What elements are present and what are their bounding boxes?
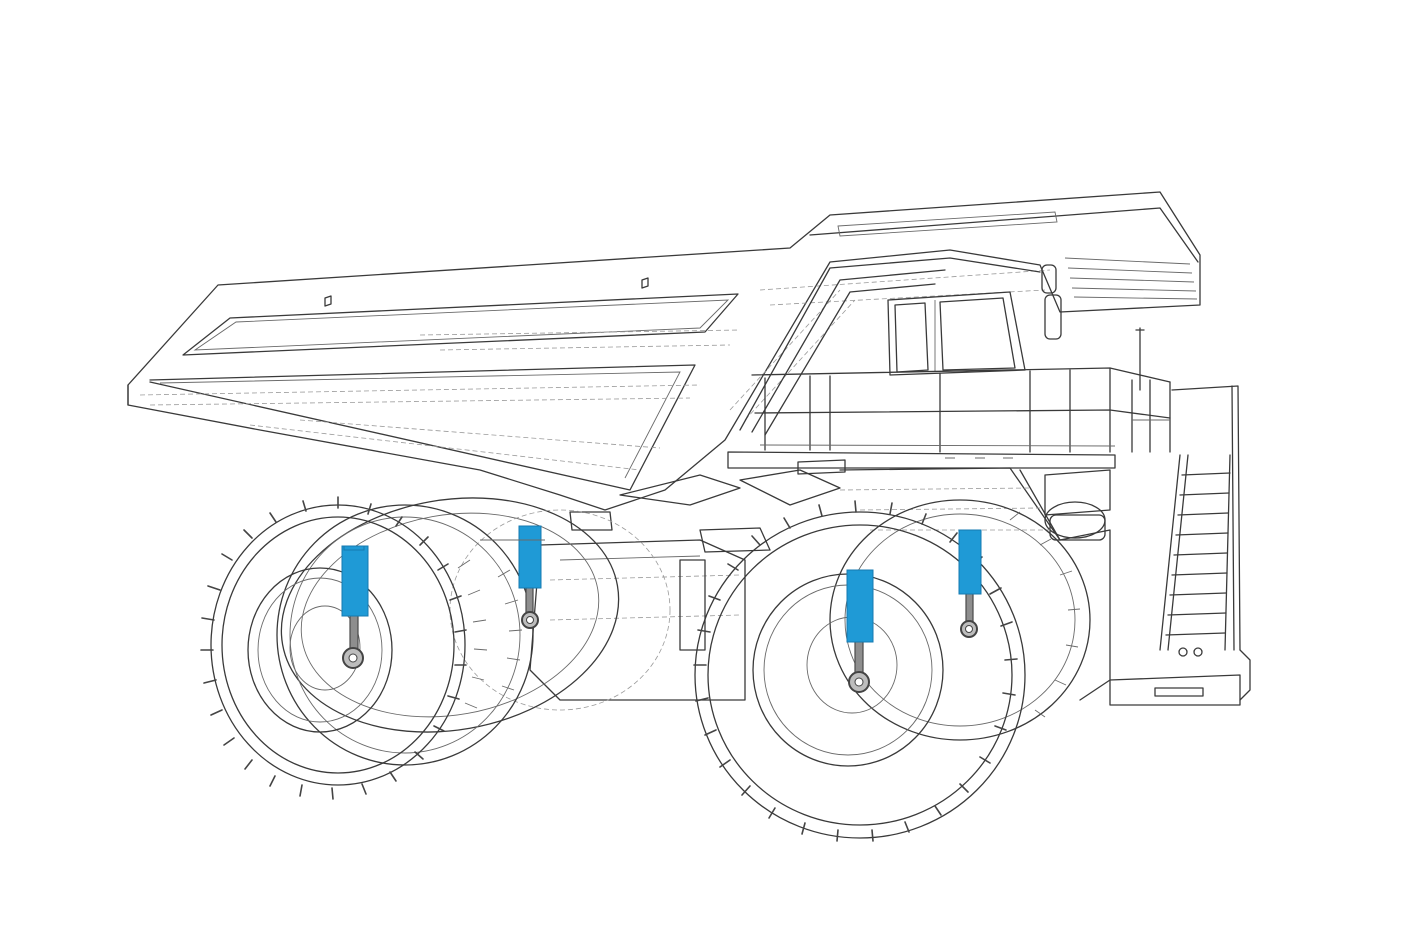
rear-wheel-middle [276, 504, 534, 766]
front-wheel-outer [693, 500, 1026, 842]
front-wheel-inner [829, 499, 1091, 741]
axle-links [480, 469, 841, 541]
suspension-cylinder-rear-inner [518, 525, 542, 629]
rear-wheel-inner [280, 497, 671, 733]
deck-railings [727, 367, 1171, 469]
suspension-cylinder-front-outer [846, 569, 874, 693]
suspension-cylinder-front-inner [958, 529, 982, 638]
dump-body [127, 191, 1201, 511]
chassis-frame [529, 457, 1111, 701]
rear-wheel-outer [200, 496, 523, 800]
access-stairs [1109, 385, 1251, 706]
suspension-cylinder-rear-outer [341, 545, 369, 669]
